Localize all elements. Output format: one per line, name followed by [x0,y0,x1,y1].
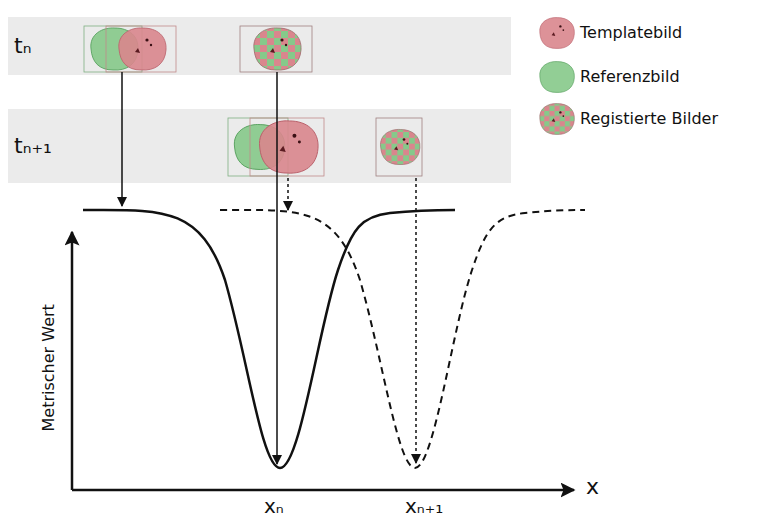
time-label: tₙ₊₁ [14,134,52,158]
legend-text: Referenzbild [580,68,680,86]
time-band: tₙ [8,17,511,75]
tick-label: xₙ₊₁ [405,495,443,517]
tick-label: xₙ [264,495,284,517]
legend-text: Registierte Bilder [580,110,718,128]
legend-icon [540,18,575,49]
legend-icon [540,62,575,93]
time-band: tₙ₊₁ [8,109,511,183]
band-ground [8,17,511,75]
axis-label: Metrischer Wert [40,304,58,431]
band-ground [8,109,511,183]
time-label: tₙ [14,34,31,58]
legend-text: Templatebild [580,24,682,42]
legend-icon [540,104,575,135]
axis-label: x [586,475,599,499]
